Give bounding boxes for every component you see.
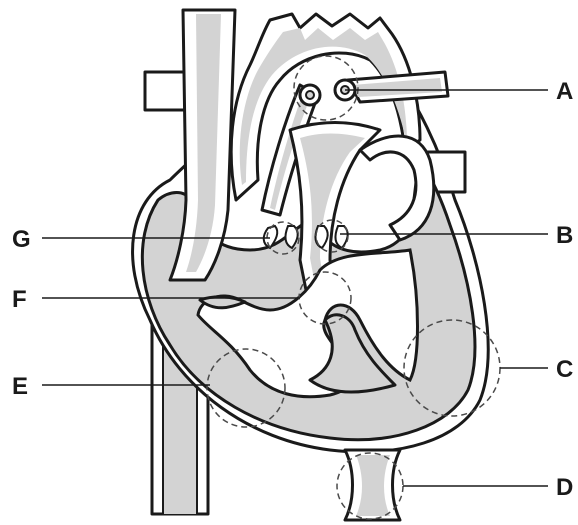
label-d: D bbox=[556, 474, 573, 501]
label-e: E bbox=[12, 373, 28, 400]
label-a: A bbox=[556, 78, 573, 105]
label-g: G bbox=[12, 226, 31, 253]
bottom-vessel bbox=[345, 450, 400, 520]
label-c: C bbox=[556, 356, 573, 383]
label-b: B bbox=[556, 222, 573, 249]
label-f: F bbox=[12, 286, 27, 313]
